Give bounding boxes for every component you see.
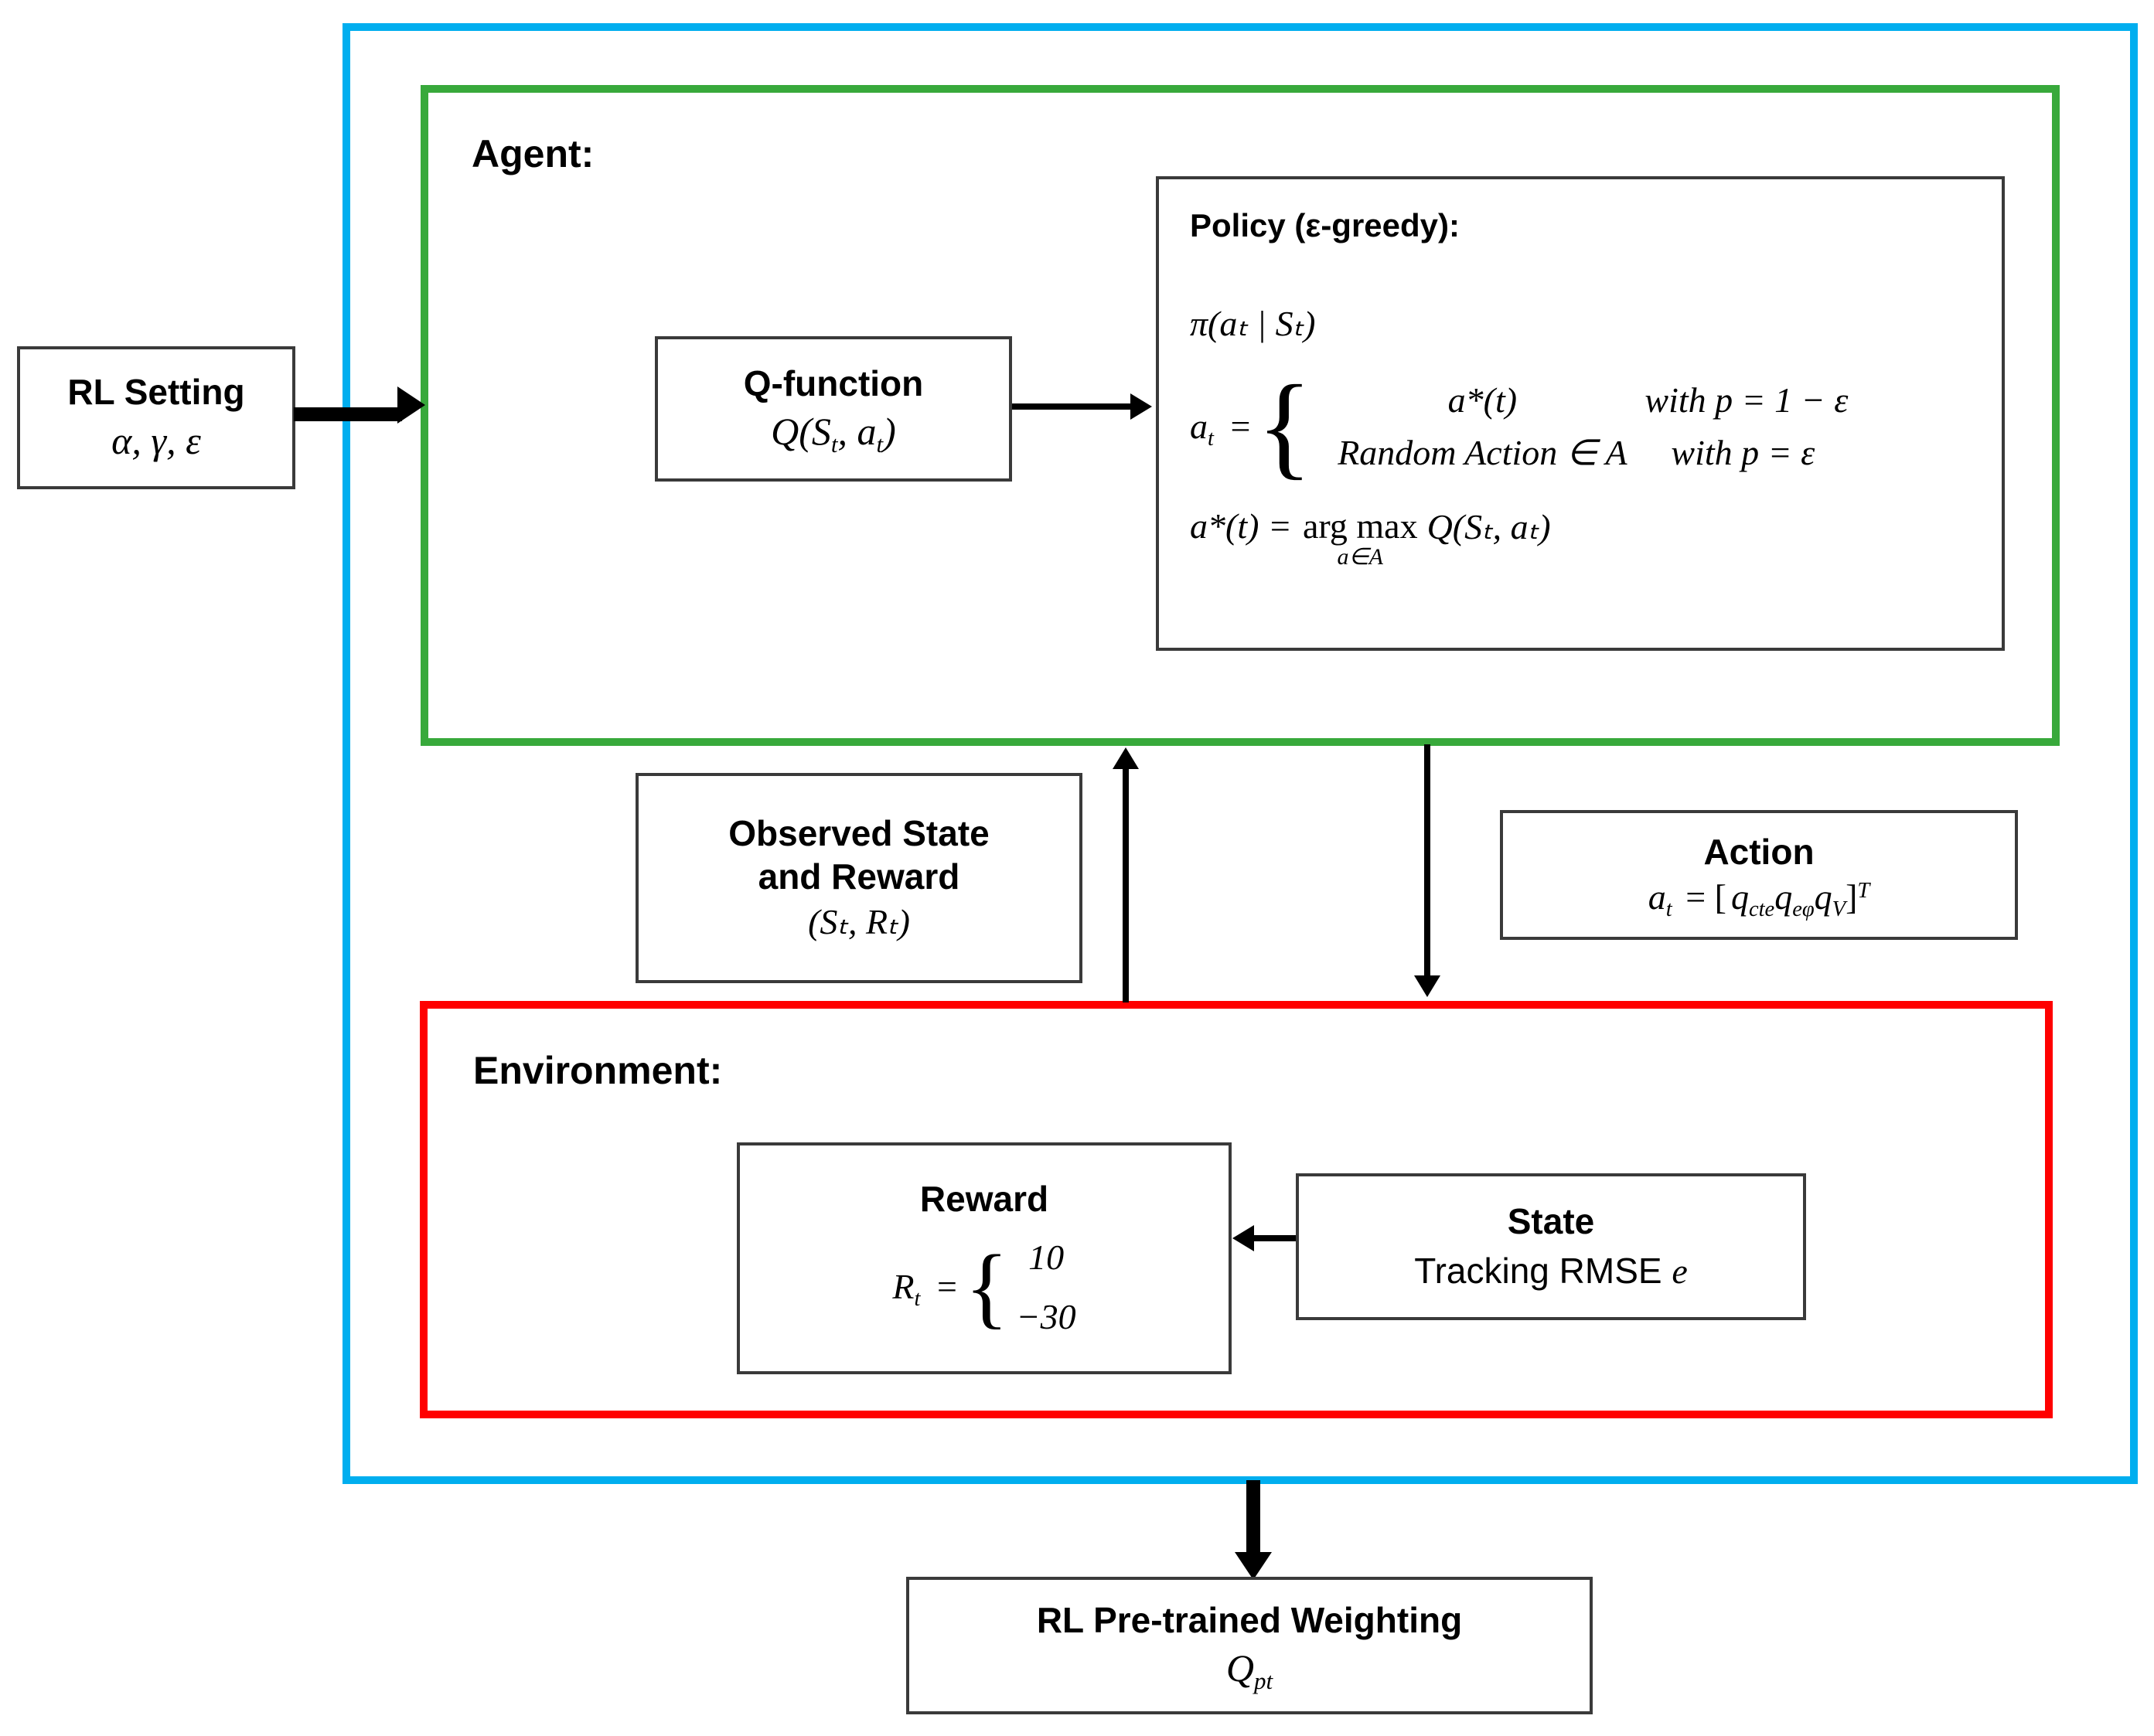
pretrained-title: RL Pre-trained Weighting: [1036, 1600, 1463, 1641]
observed-formula: (Sₜ, Rₜ): [808, 901, 910, 941]
policy-argmax-rhs: Q(Sₜ, aₜ): [1426, 507, 1551, 547]
policy-box: Policy (ε-greedy): π(aₜ | Sₜ) at = { a*(…: [1156, 176, 2005, 651]
action-formula: at = [qcteqeφqV]T: [1648, 877, 1870, 922]
rl-system-frame: [343, 23, 2138, 1484]
q-function-box: Q-function Q(St, at): [655, 336, 1012, 482]
action-box: Action at = [qcteqeφqV]T: [1500, 810, 2018, 940]
environment-frame: [420, 1001, 2053, 1418]
arrow-system-to-pretrained-head: [1235, 1552, 1272, 1580]
agent-label: Agent:: [472, 132, 595, 175]
policy-case1-prob: with p = 1 − ε: [1644, 380, 1849, 420]
q-function-title: Q-function: [743, 363, 924, 404]
observed-line-1: Observed State: [728, 813, 990, 854]
policy-case1-value: a*(t): [1447, 380, 1518, 420]
policy-brace-icon: {: [1256, 362, 1313, 491]
arrow-agent-to-environment-line: [1424, 744, 1430, 978]
policy-case2-value: Random Action ∈ A: [1338, 433, 1627, 473]
reward-box: Reward Rt = { 10 −30: [737, 1142, 1232, 1374]
arrow-agent-to-environment-head: [1414, 975, 1440, 997]
state-box: State Tracking RMSE e: [1296, 1173, 1806, 1320]
state-symbol: e: [1672, 1251, 1688, 1291]
action-title: Action: [1703, 831, 1815, 872]
arrow-environment-to-agent-line: [1123, 761, 1129, 1002]
policy-title: Policy (ε-greedy):: [1190, 207, 1460, 243]
q-function-formula: Q(St, at): [771, 409, 896, 458]
policy-pi-line: π(aₜ | Sₜ): [1190, 304, 1316, 344]
reward-brace-icon: {: [964, 1236, 1009, 1338]
policy-case2-prob: with p = ε: [1671, 433, 1815, 473]
arrow-environment-to-agent-head: [1113, 747, 1139, 769]
policy-argmax-line: a*(t) = arg max a∈A Q(Sₜ, aₜ): [1190, 505, 1551, 570]
policy-at-lhs: at =: [1190, 407, 1251, 451]
pretrained-symbol: Qpt: [1225, 1646, 1273, 1694]
arrow-system-to-pretrained-line: [1246, 1480, 1260, 1564]
reward-lhs: Rt =: [892, 1267, 957, 1312]
arrow-rl-setting-to-agent-line: [294, 407, 402, 421]
reward-title: Reward: [919, 1179, 1049, 1220]
reward-value-1: 10: [1028, 1237, 1065, 1277]
reward-formula: Rt = { 10 −30: [892, 1237, 1075, 1337]
policy-argmax-lhs: a*(t) =: [1190, 506, 1292, 546]
rl-setting-title: RL Setting: [67, 371, 245, 412]
pretrained-weighting-box: RL Pre-trained Weighting Qpt: [906, 1577, 1593, 1714]
observed-state-reward-box: Observed State and Reward (Sₜ, Rₜ): [636, 773, 1082, 983]
policy-argmax-subscript: a∈A: [1337, 544, 1383, 570]
arrow-qfunction-to-policy-head: [1130, 393, 1152, 420]
arrow-state-to-reward-line: [1251, 1235, 1299, 1241]
arrow-qfunction-to-policy-line: [1012, 403, 1136, 410]
state-subtitle: Tracking RMSE: [1414, 1250, 1662, 1291]
policy-cases: at = { a*(t) with p = 1 − ε Random Actio…: [1190, 362, 1849, 491]
rl-setting-params: α, γ, ε: [111, 419, 201, 463]
rl-setting-box: RL Setting α, γ, ε: [17, 346, 295, 489]
arrow-rl-setting-to-agent-head: [397, 386, 425, 424]
state-subtitle-row: Tracking RMSE e: [1414, 1250, 1688, 1292]
observed-line-2: and Reward: [758, 856, 960, 897]
state-title: State: [1507, 1201, 1595, 1242]
policy-argmax-operator: arg max: [1302, 506, 1418, 546]
arrow-state-to-reward-head: [1232, 1225, 1254, 1251]
environment-label: Environment:: [473, 1049, 723, 1092]
reward-value-2: −30: [1016, 1296, 1076, 1336]
